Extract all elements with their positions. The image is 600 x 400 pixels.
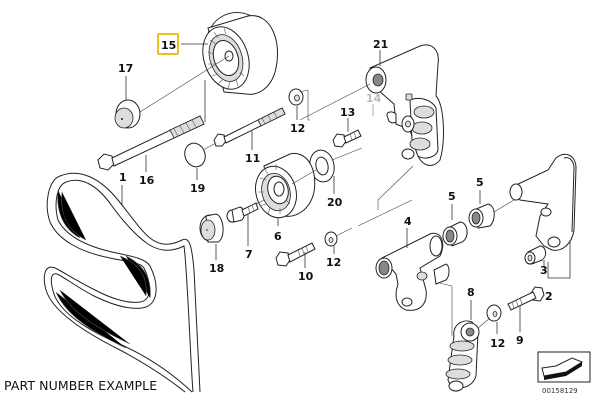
label-part-21[interactable]: 21 bbox=[373, 38, 388, 51]
label-part-11[interactable]: 11 bbox=[245, 152, 260, 165]
label-part-12-lower[interactable]: 12 bbox=[490, 337, 505, 350]
part-17-cover-cap[interactable] bbox=[114, 99, 141, 129]
part-11-bolt[interactable] bbox=[213, 107, 286, 147]
label-part-20[interactable]: 20 bbox=[327, 196, 343, 209]
part-15-tension-pulley[interactable] bbox=[195, 3, 285, 100]
label-part-13[interactable]: 13 bbox=[340, 106, 355, 119]
part-4-tensioner-arm[interactable] bbox=[375, 232, 450, 311]
part-7-bolt[interactable] bbox=[226, 202, 259, 223]
part-10-bolt[interactable] bbox=[275, 242, 316, 267]
label-part-12-upper[interactable]: 12 bbox=[290, 122, 305, 135]
part-12-washer-upper[interactable] bbox=[288, 88, 304, 106]
label-part-3[interactable]: 3 bbox=[540, 264, 548, 277]
part-8-hydraulic-tensioner[interactable] bbox=[445, 320, 480, 392]
label-part-17[interactable]: 17 bbox=[118, 62, 133, 75]
label-part-7[interactable]: 7 bbox=[245, 248, 253, 261]
part-19-cover-cap[interactable] bbox=[181, 140, 208, 169]
label-part-8[interactable]: 8 bbox=[467, 286, 475, 299]
part-18-cover-cap[interactable] bbox=[199, 213, 224, 243]
label-part-14[interactable]: 14 bbox=[366, 92, 382, 105]
label-part-5-right[interactable]: 5 bbox=[476, 176, 484, 189]
leader-2 bbox=[547, 240, 571, 279]
part-1-belt[interactable] bbox=[43, 172, 201, 393]
part-16-bolt[interactable] bbox=[97, 115, 205, 171]
part-9-bolt[interactable] bbox=[507, 286, 545, 311]
part-6-deflection-pulley[interactable] bbox=[250, 153, 316, 222]
label-part-4[interactable]: 4 bbox=[404, 215, 412, 228]
part-5-bearing-left[interactable] bbox=[442, 221, 468, 247]
label-part-9[interactable]: 9 bbox=[516, 334, 524, 347]
label-part-16[interactable]: 16 bbox=[139, 174, 155, 187]
part-5-bearing-right[interactable] bbox=[468, 203, 495, 229]
label-part-18[interactable]: 18 bbox=[209, 262, 224, 275]
label-part-12-middle[interactable]: 12 bbox=[326, 256, 341, 269]
caption: PART NUMBER EXAMPLE bbox=[4, 378, 158, 393]
document-number: 00158129 bbox=[542, 387, 578, 395]
orientation-arrow-icon bbox=[537, 351, 591, 383]
part-2-bracket[interactable] bbox=[509, 153, 577, 251]
label-part-15[interactable]: 15 bbox=[161, 39, 176, 52]
label-part-6[interactable]: 6 bbox=[274, 230, 282, 243]
label-part-1[interactable]: 1 bbox=[119, 171, 127, 184]
highlight-box-part-15 bbox=[157, 33, 179, 55]
label-part-19[interactable]: 19 bbox=[190, 182, 205, 195]
part-14-clip[interactable] bbox=[386, 111, 397, 124]
part-12-washer-middle[interactable] bbox=[324, 231, 338, 247]
label-part-5-left[interactable]: 5 bbox=[448, 190, 456, 203]
part-3-bushing[interactable] bbox=[524, 245, 547, 265]
label-part-2[interactable]: 2 bbox=[545, 290, 553, 303]
part-12-washer-lower[interactable] bbox=[486, 304, 502, 322]
part-13-bolt[interactable] bbox=[332, 129, 362, 148]
label-part-10[interactable]: 10 bbox=[298, 270, 314, 283]
axis-15 bbox=[139, 55, 230, 113]
part-21-tensioner-housing[interactable] bbox=[365, 44, 444, 166]
